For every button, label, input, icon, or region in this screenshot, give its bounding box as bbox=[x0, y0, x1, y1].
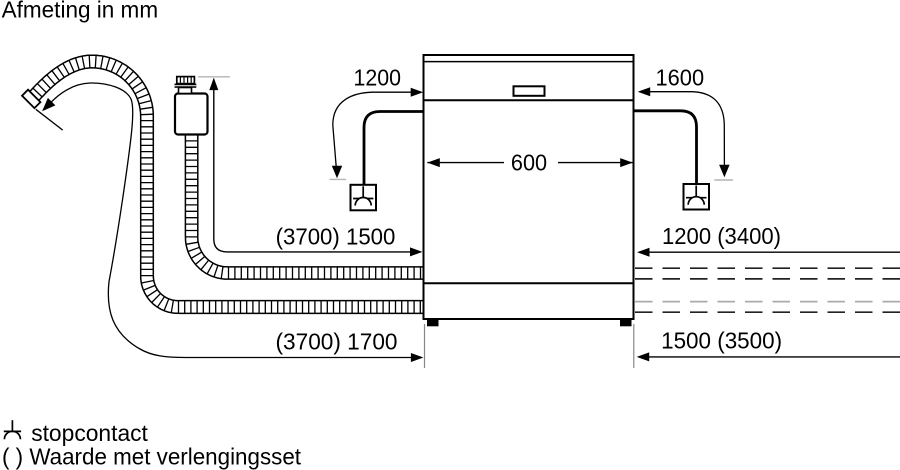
svg-text:1200 (3400): 1200 (3400) bbox=[662, 223, 781, 249]
svg-text:600: 600 bbox=[511, 150, 547, 176]
svg-text:stopcontact: stopcontact bbox=[31, 420, 148, 446]
svg-text:1500 (3500): 1500 (3500) bbox=[661, 327, 782, 353]
svg-text:1200: 1200 bbox=[354, 64, 402, 90]
svg-text:(3700) 1500: (3700) 1500 bbox=[276, 224, 396, 250]
svg-text:(3700) 1700: (3700) 1700 bbox=[276, 328, 398, 354]
svg-text:1600: 1600 bbox=[656, 64, 705, 90]
svg-text:( ) Waarde met verlengingsset: ( ) Waarde met verlengingsset bbox=[2, 444, 302, 470]
svg-text:Afmeting in mm: Afmeting in mm bbox=[2, 0, 159, 22]
